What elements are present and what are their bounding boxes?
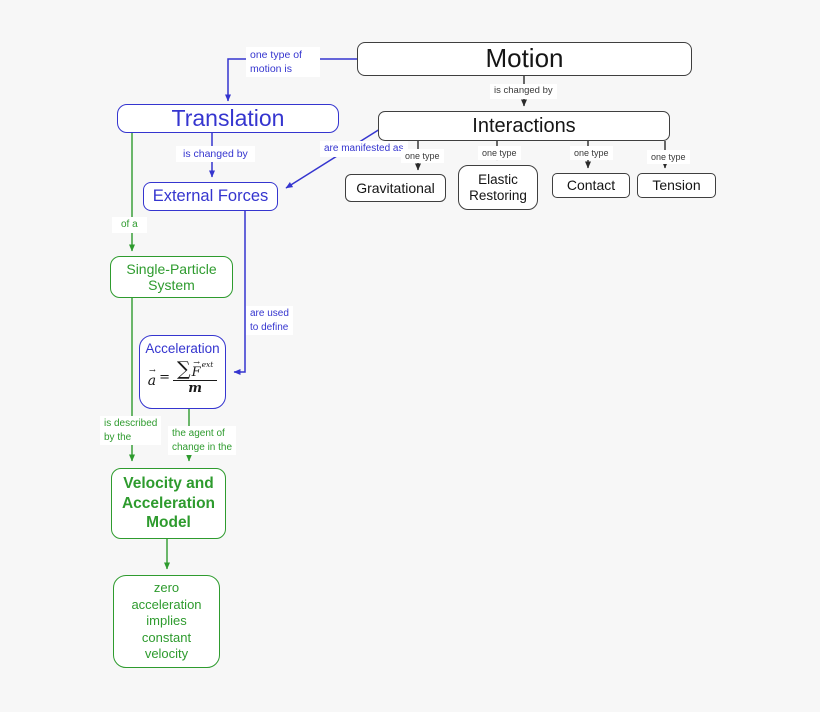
edge-label-is-changed-by-translation: is changed by <box>176 146 255 163</box>
node-velocity-acceleration-model: Velocity and Acceleration Model <box>111 468 226 539</box>
edge-label-are-manifested-as: are manifested as <box>320 141 408 157</box>
edge-label-the-agent-of-change-in-the: the agent of change in the <box>168 426 237 455</box>
formula-equals: = <box>159 369 170 385</box>
edge-label-are-used-to-define: are used to define <box>246 306 293 335</box>
acceleration-formula: → a = ∑ → F ext m <box>147 357 218 398</box>
node-single-particle-system: Single-Particle System <box>110 256 233 298</box>
edge-label-of-a: of a <box>112 217 147 233</box>
formula-denominator: m <box>172 379 218 398</box>
node-tension: Tension <box>637 173 716 198</box>
edge-label-one-type-gravitational: one type <box>401 149 444 164</box>
acceleration-title: Acceleration <box>145 341 220 356</box>
formula-f: F <box>191 364 201 380</box>
formula-numerator: ∑ → F ext <box>173 357 217 380</box>
vector-a: → a <box>147 366 157 390</box>
edge-label-is-changed-by-motion: is changed by <box>490 84 557 99</box>
node-contact: Contact <box>552 173 630 198</box>
edge-label-one-type-contact: one type <box>570 146 613 161</box>
edge-label-is-described-by-the: is described by the <box>100 416 162 445</box>
node-acceleration: Acceleration → a = ∑ → F ext m <box>139 335 226 409</box>
formula-fraction: ∑ → F ext m <box>172 357 218 398</box>
formula-a: a <box>147 373 157 390</box>
edge-external-forces-to-acceleration <box>233 211 246 375</box>
node-interactions: Interactions <box>378 111 670 141</box>
sigma-symbol: ∑ <box>176 357 191 380</box>
node-external-forces: External Forces <box>143 182 278 211</box>
edge-label-one-type-of-motion-is: one type of motion is <box>246 47 320 78</box>
edge-label-one-type-elastic: one type <box>478 146 521 161</box>
node-elastic-restoring: Elastic Restoring <box>458 165 538 210</box>
edge-label-one-type-tension: one type <box>647 150 690 165</box>
node-translation: Translation <box>117 104 339 133</box>
node-gravitational: Gravitational <box>345 174 446 202</box>
node-motion: Motion <box>357 42 692 76</box>
vector-arrow-icon: → <box>149 366 156 376</box>
edge-interactions-to-external-forces <box>285 128 381 189</box>
formula-ext-superscript: ext <box>201 359 214 369</box>
node-zero-acceleration: zero acceleration implies constant veloc… <box>113 575 220 668</box>
vector-f: → F <box>191 357 201 380</box>
vector-arrow-icon: → <box>193 357 200 367</box>
